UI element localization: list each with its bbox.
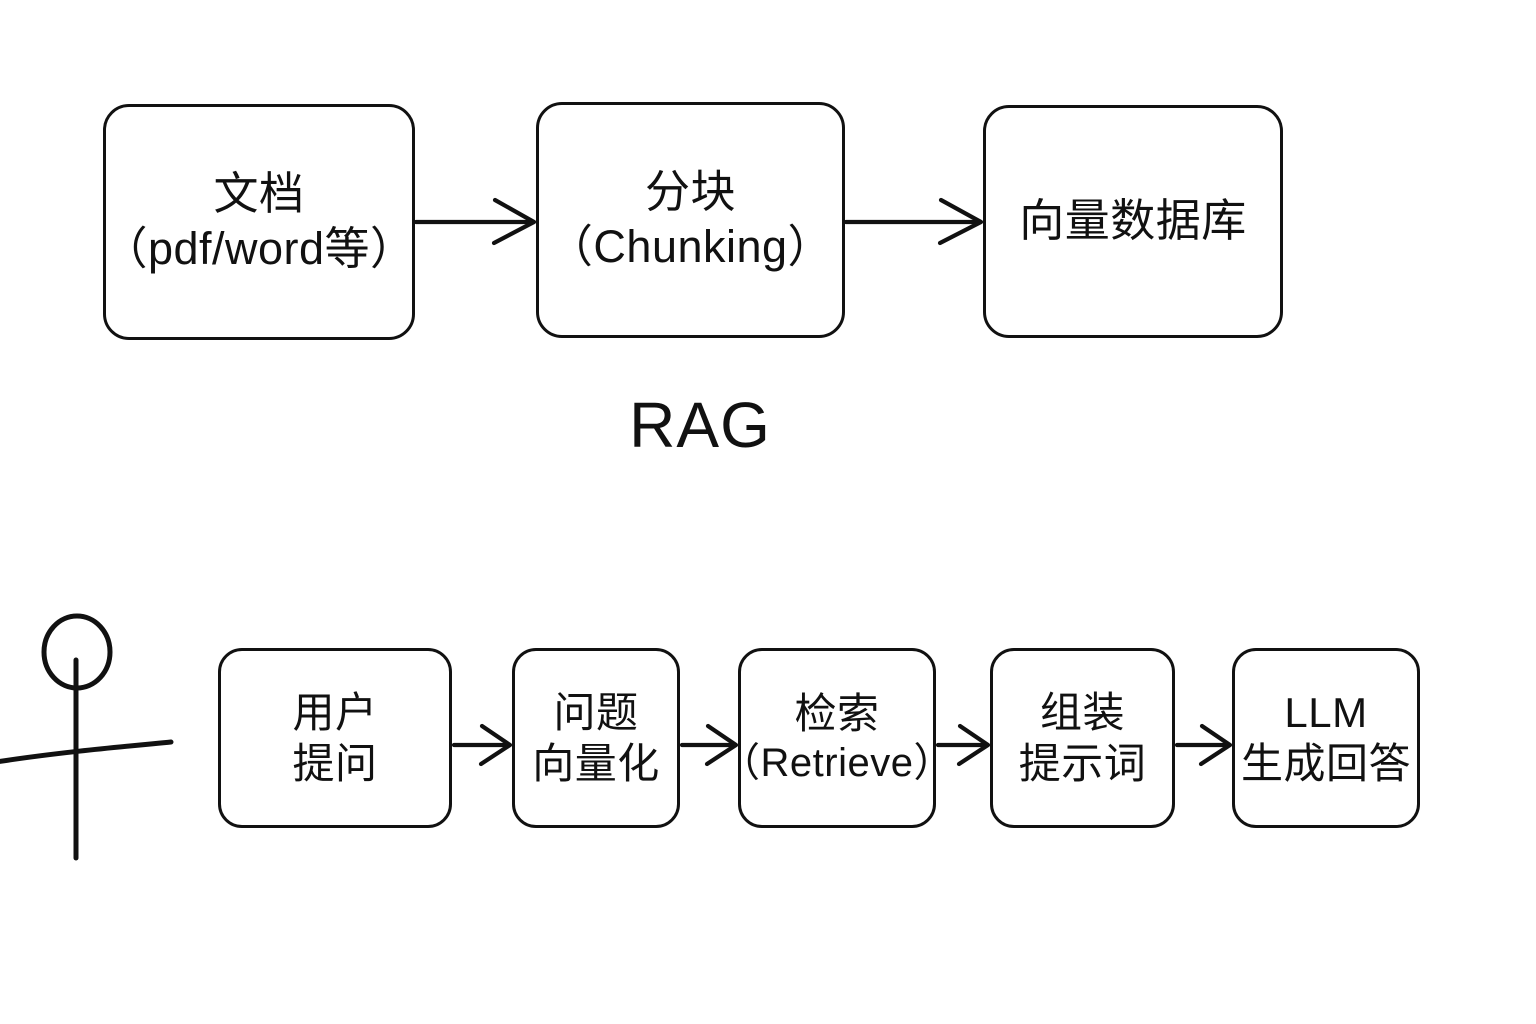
node-llm-answer-line2: 生成回答 [1240,740,1411,787]
node-chunking[interactable]: 分块 （Chunking） [536,102,845,338]
node-user-question-line1: 用户 [292,688,378,736]
arrow-assemble-prompt-to-llm [1174,723,1233,767]
node-chunking-line1: 分块 [644,166,736,218]
node-assemble-prompt[interactable]: 组装 提示词 [990,648,1175,828]
node-assemble-prompt-line2: 提示词 [1018,740,1147,787]
arrow-document-to-chunking [413,197,537,246]
node-document-line1: 文档 [213,168,305,220]
node-document[interactable]: 文档 （pdf/word等） [102,104,416,340]
stick-figure-user-icon [0,613,174,861]
node-user-question-line2: 提问 [292,740,378,787]
node-question-embedding-line2: 向量化 [532,740,660,787]
node-document-line2: （pdf/word等） [102,223,416,274]
arrow-chunking-to-vector-database [843,197,984,246]
arrow-user-question-to-embedding [451,723,513,767]
node-question-embedding-line1: 问题 [553,688,639,736]
node-chunking-line2: （Chunking） [547,221,834,272]
node-assemble-prompt-line1: 组装 [1039,688,1125,736]
node-vector-database[interactable]: 向量数据库 [983,105,1283,338]
node-retrieve-line2: （Retrieve） [720,741,954,786]
node-retrieve-line1: 检索 [794,689,880,737]
node-retrieve[interactable]: 检索 （Retrieve） [720,648,953,828]
node-vector-database-line1: 向量数据库 [1019,195,1247,247]
node-question-embedding[interactable]: 问题 向量化 [512,648,680,828]
node-user-question[interactable]: 用户 提问 [218,648,452,828]
node-llm-answer[interactable]: LLM 生成回答 [1232,648,1420,828]
rag-caption: RAG [629,389,771,461]
node-llm-answer-line1: LLM [1284,688,1368,736]
